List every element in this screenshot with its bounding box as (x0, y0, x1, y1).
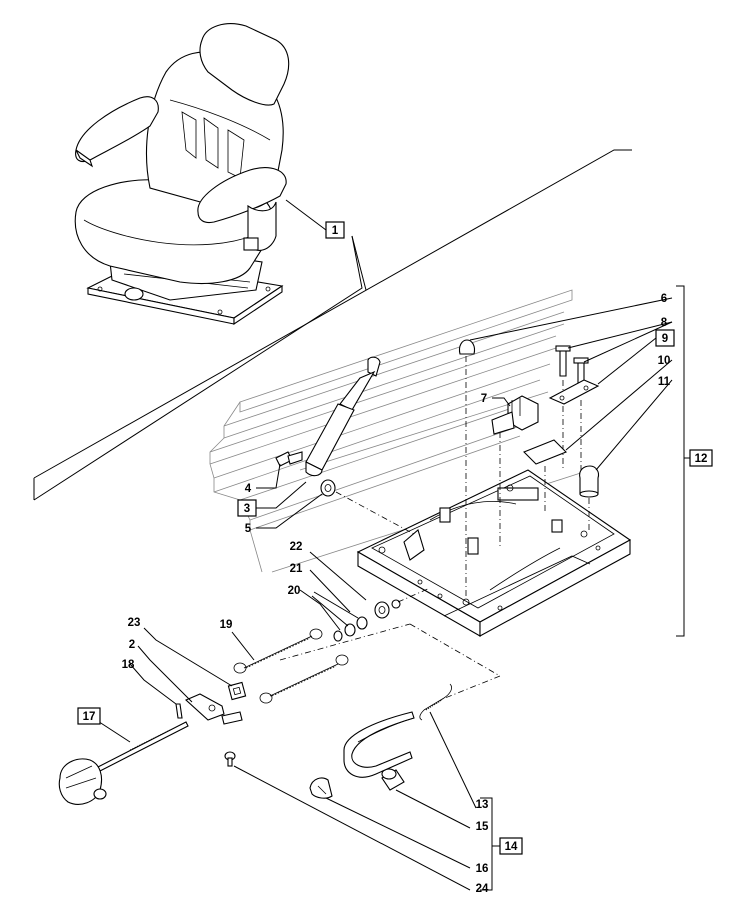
part-4-bolt (275, 451, 303, 467)
callout-15: 15 (476, 821, 489, 833)
callout-18: 18 (122, 659, 135, 671)
seat-assembly (74, 23, 290, 326)
callout-21: 21 (290, 563, 303, 575)
callout-1: 1 (332, 225, 339, 237)
callout-14: 14 (505, 841, 518, 853)
callout-9: 9 (662, 333, 668, 345)
callout-5: 5 (245, 523, 252, 535)
part-19-springs (233, 628, 349, 704)
part-13-spring-hook (419, 683, 452, 721)
seat-bracket-plate (356, 469, 632, 637)
callout-4: 4 (245, 483, 252, 495)
callout-23: 23 (128, 617, 141, 629)
part-24-screw (224, 751, 236, 767)
parts-20-21-22-washers (333, 587, 431, 642)
part-16-clip (309, 777, 333, 799)
part-14-cable-strap (343, 711, 415, 778)
callout-12: 12 (695, 453, 708, 465)
callout-6: 6 (661, 293, 667, 305)
callout-8: 8 (661, 317, 668, 329)
part-8-bolts (555, 345, 589, 480)
leader-lines (89, 285, 690, 891)
callout-2: 2 (129, 639, 135, 651)
part-shock-absorber (305, 356, 381, 477)
callout-19: 19 (220, 619, 233, 631)
part-9-plate (548, 379, 600, 405)
callout-20: 20 (288, 585, 301, 597)
part-6-bump-stop (458, 339, 476, 598)
callout-11: 11 (658, 376, 671, 388)
part-17-knob-rod (58, 721, 189, 805)
part-10-pad (523, 439, 567, 514)
callout-3: 3 (244, 503, 250, 515)
callout-labels: 1 6 8 9 10 11 12 7 4 3 5 22 21 20 19 23 … (77, 221, 713, 895)
part-15-bushing (381, 768, 405, 791)
callout-24: 24 (476, 883, 489, 895)
part-7-block (491, 395, 539, 546)
part-23-bracket (227, 681, 247, 701)
part-11-bump-stop (579, 465, 600, 530)
part-2-lever-link (184, 693, 243, 725)
frame-outline (209, 289, 591, 573)
callout-16: 16 (476, 863, 489, 875)
callout-10: 10 (658, 355, 671, 367)
callout-13: 13 (476, 799, 489, 811)
part-18-pin (175, 703, 183, 719)
callout-17: 17 (83, 711, 96, 723)
callout-7: 7 (481, 393, 487, 405)
callout-22: 22 (290, 541, 303, 553)
part-5-bushing (320, 479, 415, 535)
